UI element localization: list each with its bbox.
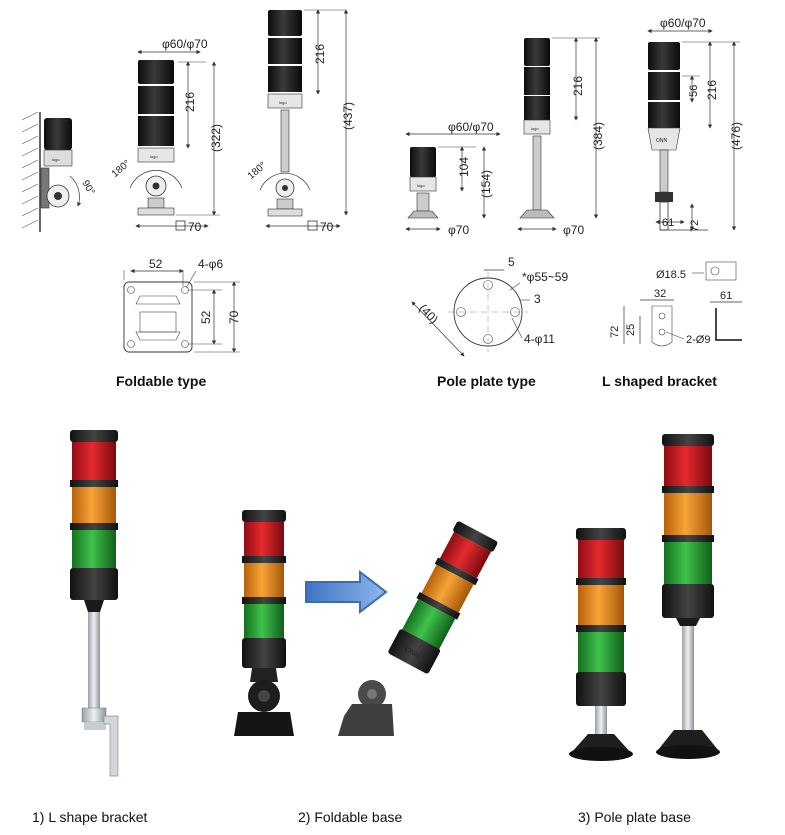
caption-l-shaped-bracket: L shaped bracket	[602, 373, 717, 389]
tall-logo: logo	[279, 100, 287, 105]
photo-foldable-upright	[234, 510, 294, 736]
foldable-drawing: φ60/φ70 logo 180° 216 (322) 70	[110, 37, 223, 234]
foldable-base-holes: 4-φ6	[198, 257, 223, 271]
l-bracket-drawing: φ60/φ70 ONN 56 216 (476) 72 61	[647, 16, 743, 232]
l-bracket-h216: 216	[705, 80, 719, 100]
l-bracket-d32: 32	[654, 288, 666, 300]
caption-photo-2: 2) Foldable base	[298, 809, 403, 825]
l-bracket-onn: ONN	[656, 138, 668, 144]
logo-text: logo	[52, 157, 60, 162]
foldable-h216: 216	[183, 92, 197, 112]
l-bracket-diameter: φ60/φ70	[660, 16, 706, 30]
photo-pole-tall	[656, 434, 720, 759]
l-bracket-h476: (476)	[729, 122, 743, 150]
transition-arrow	[305, 569, 388, 615]
short-pole-h154: (154)	[479, 170, 493, 198]
foldable-base-w52: 52	[149, 257, 163, 271]
short-pole-drawing: φ60/φ70 logo 104 (154) φ70	[405, 120, 501, 237]
l-bracket-detail-h72: 72	[609, 326, 621, 338]
photo-foldable-tilted-base	[338, 680, 394, 736]
tall-pole-drawing: logo 216 (384) φ70	[517, 37, 605, 237]
caption-photo-1: 1) L shape bracket	[32, 809, 148, 825]
short-pole-logo: logo	[417, 183, 425, 188]
foldable-logo: logo	[150, 154, 158, 159]
caption-photo-3: 3) Pole plate base	[578, 809, 691, 825]
tall-angle-label: 180°	[246, 160, 269, 182]
tall-h216: 216	[313, 44, 327, 64]
l-bracket-detail-w61: 61	[720, 290, 732, 302]
l-bracket-detail-d25: 25	[625, 324, 637, 336]
wall-mount-drawing: logo 90°	[21, 111, 96, 232]
l-bracket-detail: Ø18.5 32 2-Ø9 72 25 61	[609, 261, 742, 347]
foldable-sq70: 70	[188, 220, 202, 234]
pole-plate-detail: 5 *φ55~59 3 4-φ11 (40)	[411, 255, 568, 357]
foldable-base-h70: 70	[227, 310, 241, 324]
l-bracket-h56: 56	[688, 85, 700, 97]
caption-foldable-type: Foldable type	[116, 373, 207, 389]
foldable-base-detail: 52 4-φ6 52 70	[123, 257, 241, 353]
foldable-angle-label: 180°	[110, 158, 133, 180]
photo-pole-short	[569, 528, 633, 761]
pole-plate-dia: *φ55~59	[522, 270, 568, 284]
l-bracket-h72: 72	[689, 220, 701, 232]
l-bracket-dia185: Ø18.5	[656, 269, 686, 281]
l-bracket-holes: 2-Ø9	[686, 334, 710, 346]
pole-plate-d5: 5	[508, 255, 515, 269]
l-bracket-w61: 61	[662, 217, 674, 229]
short-pole-h104: 104	[457, 157, 471, 177]
tall-sq70: 70	[320, 220, 334, 234]
tall-pole-h384: (384)	[591, 122, 605, 150]
tall-pole-h216: 216	[571, 76, 585, 96]
caption-pole-plate-type: Pole plate type	[437, 373, 536, 389]
foldable-h322: (322)	[209, 124, 223, 152]
angle-90-label: 90°	[79, 179, 96, 198]
pole-plate-holes: 4-φ11	[524, 332, 555, 346]
tall-h437: (437)	[341, 102, 355, 130]
foldable-diameter-label: φ60/φ70	[162, 37, 208, 51]
short-pole-dia70: φ70	[448, 223, 469, 237]
photo-foldable-tilted: ONN	[388, 521, 498, 674]
short-pole-diameter: φ60/φ70	[448, 120, 494, 134]
pole-plate-d3: 3	[534, 292, 541, 306]
photo-l-bracket-tower	[70, 430, 119, 777]
tall-pole-dia70: φ70	[563, 223, 584, 237]
foldable-base-h52: 52	[199, 310, 213, 324]
tall-pole-logo: logo	[531, 126, 539, 131]
tall-foldable-drawing: logo 180° 216 (437) 70	[246, 9, 355, 234]
pole-plate-d40: (40)	[416, 301, 441, 326]
